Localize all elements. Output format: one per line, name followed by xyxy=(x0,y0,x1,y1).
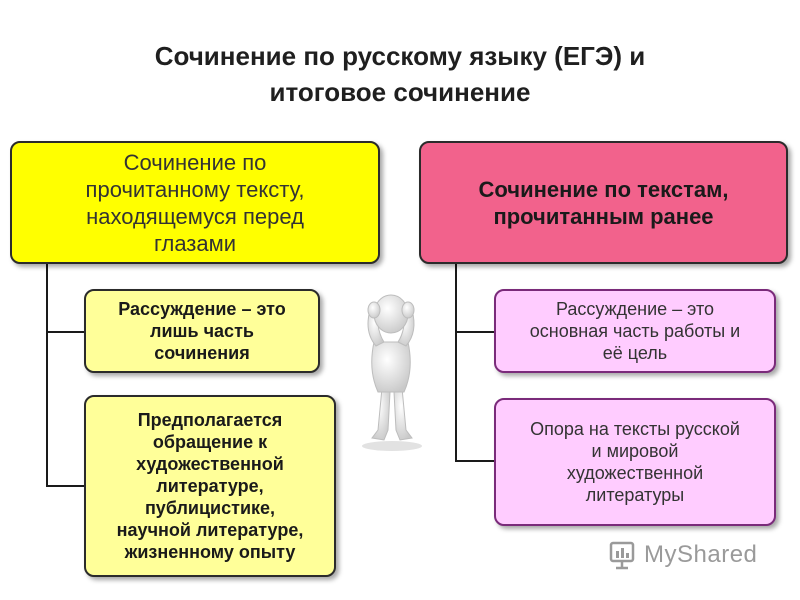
left-item-box: Рассуждение – это лишь часть сочинения xyxy=(84,289,320,373)
left-item-text: Предполагается обращение к художественно… xyxy=(116,410,304,562)
left-header-text: Сочинение по прочитанному тексту, находя… xyxy=(85,149,305,256)
right-header-box: Сочинение по текстам, прочитанным ранее xyxy=(419,141,788,264)
watermark-logo: MyShared xyxy=(608,537,788,571)
left-connector-branch-1 xyxy=(46,331,84,333)
left-connector-vertical xyxy=(46,264,48,486)
left-header-box: Сочинение по прочитанному тексту, находя… xyxy=(10,141,380,264)
left-connector-branch-2 xyxy=(46,485,84,487)
right-header-text: Сочинение по текстам, прочитанным ранее xyxy=(478,176,729,229)
page-title: Сочинение по русскому языку (ЕГЭ) и итог… xyxy=(154,41,646,107)
left-item-text: Рассуждение – это лишь часть сочинения xyxy=(118,299,286,363)
thinking-person-icon xyxy=(362,294,422,451)
right-item-box: Рассуждение – это основная часть работы … xyxy=(494,289,776,373)
myshared-logo-icon xyxy=(609,541,635,570)
left-item-box: Предполагается обращение к художественно… xyxy=(84,395,336,577)
right-connector-branch-1 xyxy=(455,331,494,333)
right-connector-branch-2 xyxy=(455,460,494,462)
right-item-text: Опора на тексты русской и мировой художе… xyxy=(530,419,740,505)
right-item-text: Рассуждение – это основная часть работы … xyxy=(529,299,741,363)
watermark-text: MyShared xyxy=(644,541,758,568)
right-connector-vertical xyxy=(455,264,457,461)
right-item-box: Опора на тексты русской и мировой художе… xyxy=(494,398,776,526)
